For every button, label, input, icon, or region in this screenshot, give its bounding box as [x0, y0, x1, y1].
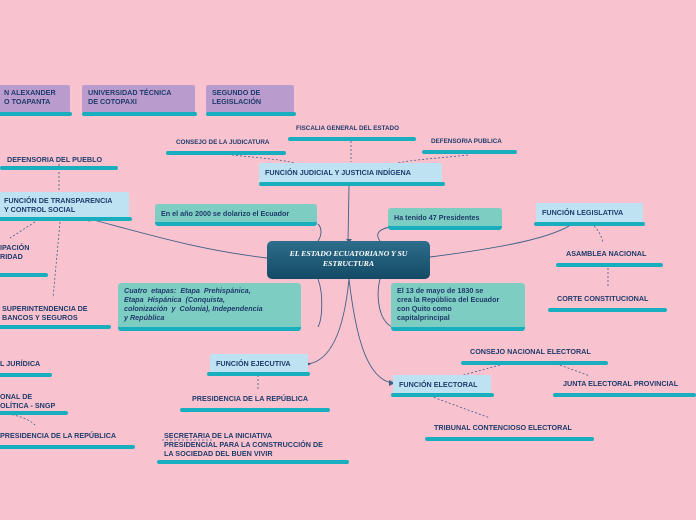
presidencia-label[interactable]: PRESIDENCIA DE LA REPÚBLICA — [192, 394, 309, 403]
judicial-consejo-underline — [166, 151, 286, 155]
defensoria-pueblo-underline — [0, 166, 118, 170]
corte-constitucional-underline — [548, 308, 667, 312]
header-box-name-underline — [0, 112, 72, 116]
juridica-underline — [0, 373, 52, 377]
note-etapas[interactable]: Cuatro etapas: Etapa Prehispánica, Etapa… — [118, 283, 301, 331]
judicial-fiscalia-label[interactable]: FISCALIA GENERAL DEL ESTADO — [296, 125, 399, 132]
sngp-label[interactable]: ONAL DE OLÍTICA - SNGP — [0, 392, 56, 410]
header-box-university-underline — [82, 112, 197, 116]
asamblea-label[interactable]: ASAMBLEA NACIONAL — [566, 249, 647, 258]
transparencia-function-underline — [0, 217, 132, 221]
electoral-function-node[interactable]: FUNCIÓN ELECTORAL — [393, 375, 491, 394]
note-republica[interactable]: El 13 de mayo de 1830 se crea la Repúbli… — [391, 283, 525, 331]
secretaria-underline — [157, 460, 349, 464]
consejo-electoral-label[interactable]: CONSEJO NACIONAL ELECTORAL — [470, 347, 591, 356]
legislativa-function-underline — [534, 222, 645, 226]
consejo-electoral-underline — [461, 361, 608, 365]
central-topic[interactable]: EL ESTADO ECUATORIANO Y SU ESTRUCTURA — [267, 241, 430, 279]
vicepresidencia-underline — [0, 445, 135, 449]
superintendencia-label[interactable]: SUPERINTENDENCIA DE BANCOS Y SEGUROS — [2, 304, 88, 322]
judicial-defensoria-label[interactable]: DEFENSORIA PUBLICA — [431, 138, 502, 145]
header-box-name: N ALEXANDER O TOAPANTA — [0, 85, 70, 113]
superintendencia-underline — [0, 325, 111, 329]
tribunal-electoral-label[interactable]: TRIBUNAL CONTENCIOSO ELECTORAL — [434, 423, 572, 432]
junta-electoral-underline — [553, 393, 696, 397]
judicial-function-underline — [259, 182, 445, 186]
junta-electoral-label[interactable]: JUNTA ELECTORAL PROVINCIAL — [563, 379, 679, 388]
participacion-label[interactable]: IPACIÓN RIDAD — [0, 243, 30, 261]
note-dolarizacion[interactable]: En el año 2000 se dolarizo el Ecuador — [155, 204, 317, 226]
corte-constitucional-label[interactable]: CORTE CONSTITUCIONAL — [557, 294, 649, 303]
note-presidentes[interactable]: Ha tenido 47 Presidentes — [388, 208, 502, 230]
electoral-function-underline — [391, 393, 494, 397]
defensoria-pueblo-label[interactable]: DEFENSORIA DEL PUEBLO — [7, 155, 103, 164]
header-box-course: SEGUNDO DE LEGISLACIÓN — [206, 85, 294, 113]
transparencia-function-node[interactable]: FUNCIÓN DE TRANSPARENCIA Y CONTROL SOCIA… — [0, 192, 129, 218]
header-box-university: UNIVERSIDAD TÉCNICA DE COTOPAXI — [82, 85, 195, 113]
secretaria-label[interactable]: SECRETARIA DE LA INICIATIVA PRESIDENCIAL… — [164, 431, 323, 458]
participacion-underline — [0, 273, 48, 277]
ejecutiva-function-node[interactable]: FUNCIÓN EJECUTIVA — [210, 354, 308, 373]
asamblea-underline — [556, 263, 663, 267]
header-box-course-underline — [206, 112, 296, 116]
judicial-fiscalia-underline — [288, 137, 416, 141]
judicial-defensoria-underline — [422, 150, 517, 154]
presidencia-underline — [180, 408, 330, 412]
ejecutiva-function-underline — [207, 372, 310, 376]
judicial-consejo-label[interactable]: CONSEJO DE LA JUDICATURA — [176, 139, 270, 146]
vicepresidencia-label[interactable]: PRESIDENCIA DE LA REPÚBLICA — [0, 431, 117, 440]
tribunal-electoral-underline — [425, 437, 594, 441]
juridica-label[interactable]: L JURÍDICA — [0, 359, 41, 368]
legislativa-function-node[interactable]: FUNCIÓN LEGISLATIVA — [536, 203, 643, 224]
sngp-underline — [0, 411, 68, 415]
judicial-function-node[interactable]: FUNCIÓN JUDICIAL Y JUSTICIA INDÍGENA — [259, 163, 442, 183]
